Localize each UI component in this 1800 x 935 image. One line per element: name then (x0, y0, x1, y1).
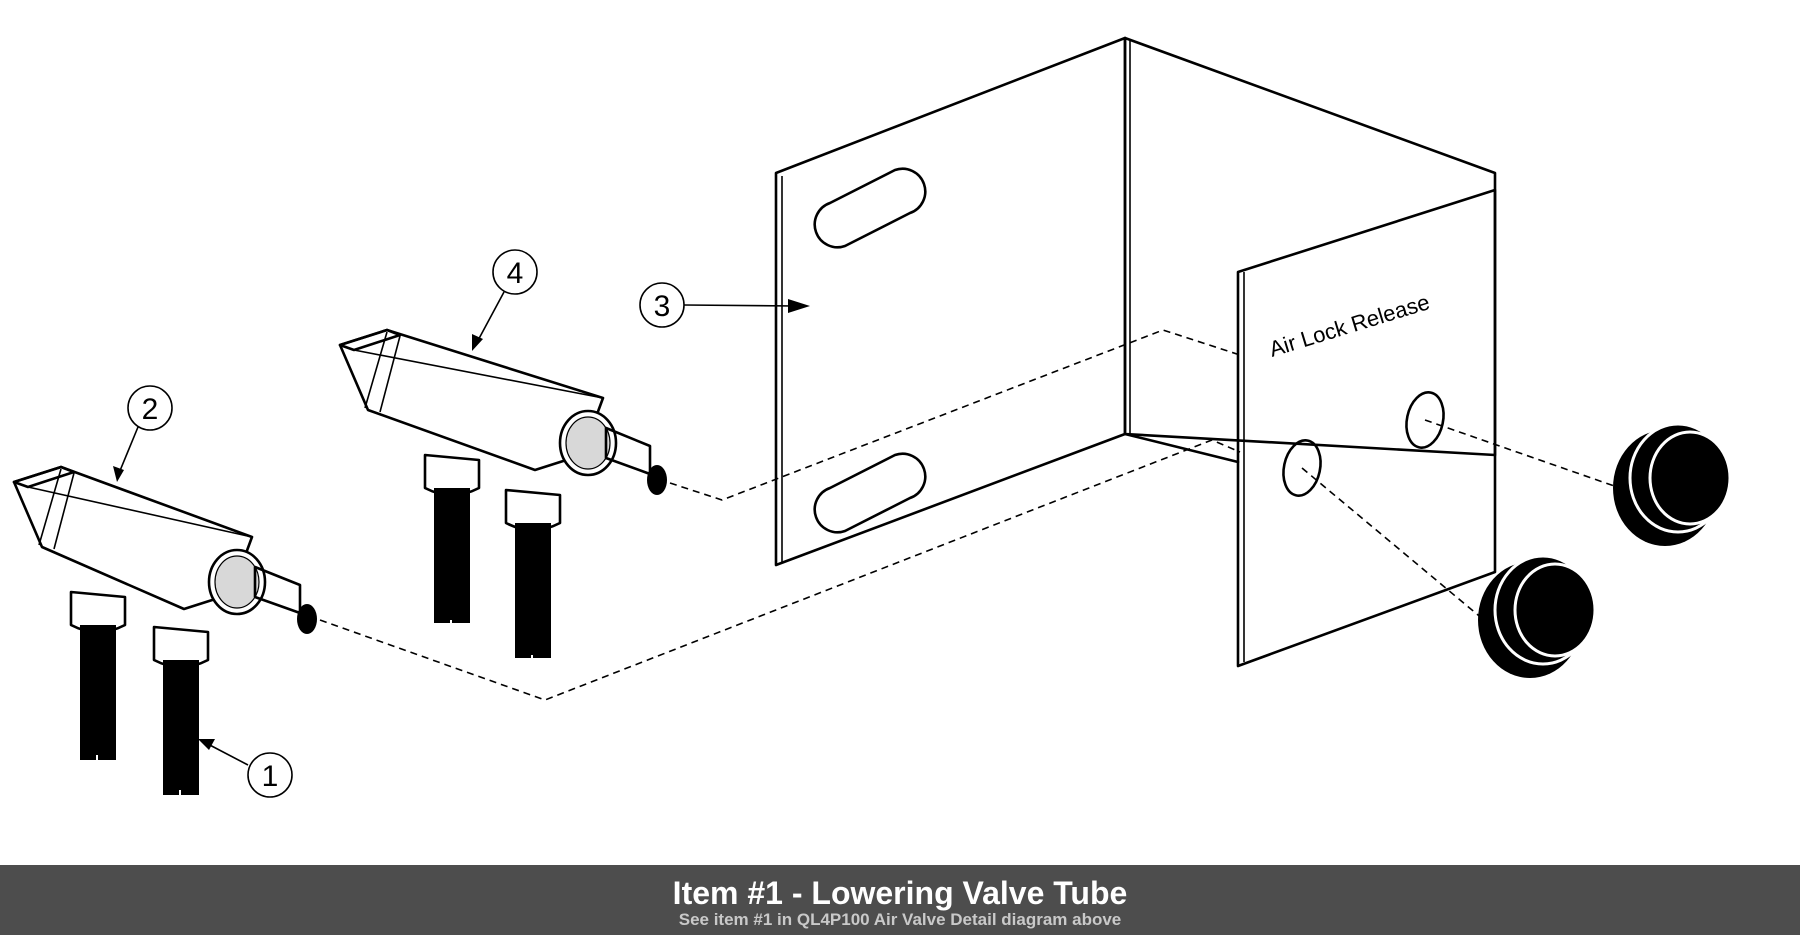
svg-text:4: 4 (507, 257, 524, 290)
upper-slot (813, 167, 927, 249)
assembly-lines (319, 329, 1621, 701)
svg-text:2: 2 (142, 393, 159, 426)
bracket-part: Air Lock Release (774, 36, 1497, 668)
knob-upper (1613, 422, 1732, 546)
exploded-parts-diagram: Air Lock Release (12, 36, 1732, 798)
callout-4: 4 (472, 249, 538, 351)
lower-slot (813, 452, 927, 534)
svg-text:3: 3 (654, 290, 671, 323)
caption-title: Item #1 - Lowering Valve Tube (672, 875, 1128, 911)
panel-hole-lower (1282, 439, 1322, 497)
panel-label: Air Lock Release (1266, 289, 1432, 362)
callout-1: 1 (198, 739, 293, 798)
valve-item-2 (12, 465, 317, 795)
valve-item-4 (338, 328, 667, 660)
svg-text:1: 1 (262, 760, 279, 793)
callout-3: 3 (639, 282, 810, 328)
panel-hole-upper (1405, 391, 1445, 449)
knob-lower (1478, 554, 1597, 678)
callout-2: 2 (113, 385, 173, 482)
caption-subtitle: See item #1 in QL4P100 Air Valve Detail … (678, 910, 1122, 929)
caption-bar: Item #1 - Lowering Valve Tube See item #… (0, 865, 1800, 935)
